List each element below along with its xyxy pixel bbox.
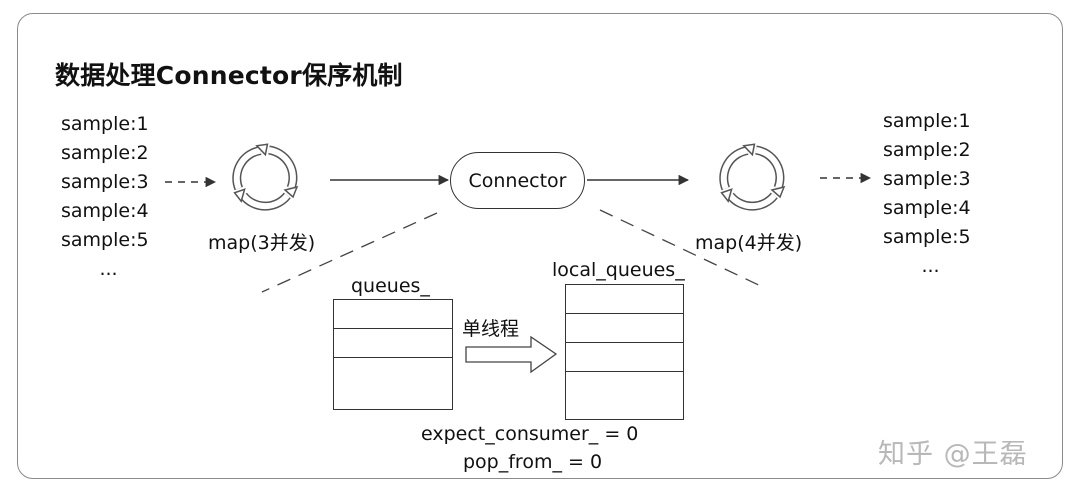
- queues-cell: [334, 329, 452, 358]
- connector-node: Connector: [450, 152, 585, 209]
- input-sample-item: sample:4: [61, 200, 149, 222]
- queues-cell: [334, 300, 452, 329]
- single-thread-hollow-arrow: [465, 335, 558, 374]
- map-right-label: map(4并发): [695, 232, 803, 254]
- output-sample-item: sample:4: [883, 197, 971, 219]
- input-sample-ellipsis: ...: [99, 258, 118, 280]
- local-queues-box: [565, 284, 684, 420]
- output-sample-item: sample:1: [883, 110, 971, 132]
- output-sample-item: sample:5: [883, 226, 971, 248]
- local-queues-cell: [566, 343, 683, 372]
- queues-box: [333, 299, 453, 410]
- zoom-line-right: [599, 209, 766, 289]
- watermark-text: 知乎 @王磊: [878, 439, 1028, 470]
- input-sample-item: sample:1: [61, 113, 149, 135]
- input-sample-item: sample:2: [61, 142, 149, 164]
- zoom-line-left: [261, 212, 438, 293]
- input-sample-item: sample:5: [61, 229, 149, 251]
- queues-cell: [334, 358, 452, 408]
- local-queues-cell: [566, 372, 683, 418]
- output-sample-item: sample:3: [883, 168, 971, 190]
- map-left-label: map(3并发): [208, 232, 316, 254]
- diagram-frame: [17, 13, 1063, 479]
- input-sample-list: sample:1 sample:2 sample:3 sample:4 samp…: [61, 110, 156, 284]
- local-queues-label: local_queues_: [552, 259, 685, 281]
- queues-label: queues_: [351, 275, 430, 297]
- output-sample-ellipsis: ...: [921, 255, 940, 277]
- pop-from-text: pop_from_ = 0: [463, 451, 603, 473]
- diagram-title: 数据处理Connector保序机制: [55, 61, 403, 90]
- input-sample-item: sample:3: [61, 171, 149, 193]
- output-sample-list: sample:1 sample:2 sample:3 sample:4 samp…: [883, 107, 978, 281]
- output-sample-item: sample:2: [883, 139, 971, 161]
- map-left-cycle-icon: [232, 143, 299, 211]
- map-right-cycle-icon: [719, 143, 786, 211]
- expect-consumer-text: expect_consumer_ = 0: [421, 423, 639, 445]
- local-queues-cell: [566, 285, 683, 314]
- local-queues-cell: [566, 314, 683, 343]
- single-thread-label: 单线程: [462, 318, 520, 340]
